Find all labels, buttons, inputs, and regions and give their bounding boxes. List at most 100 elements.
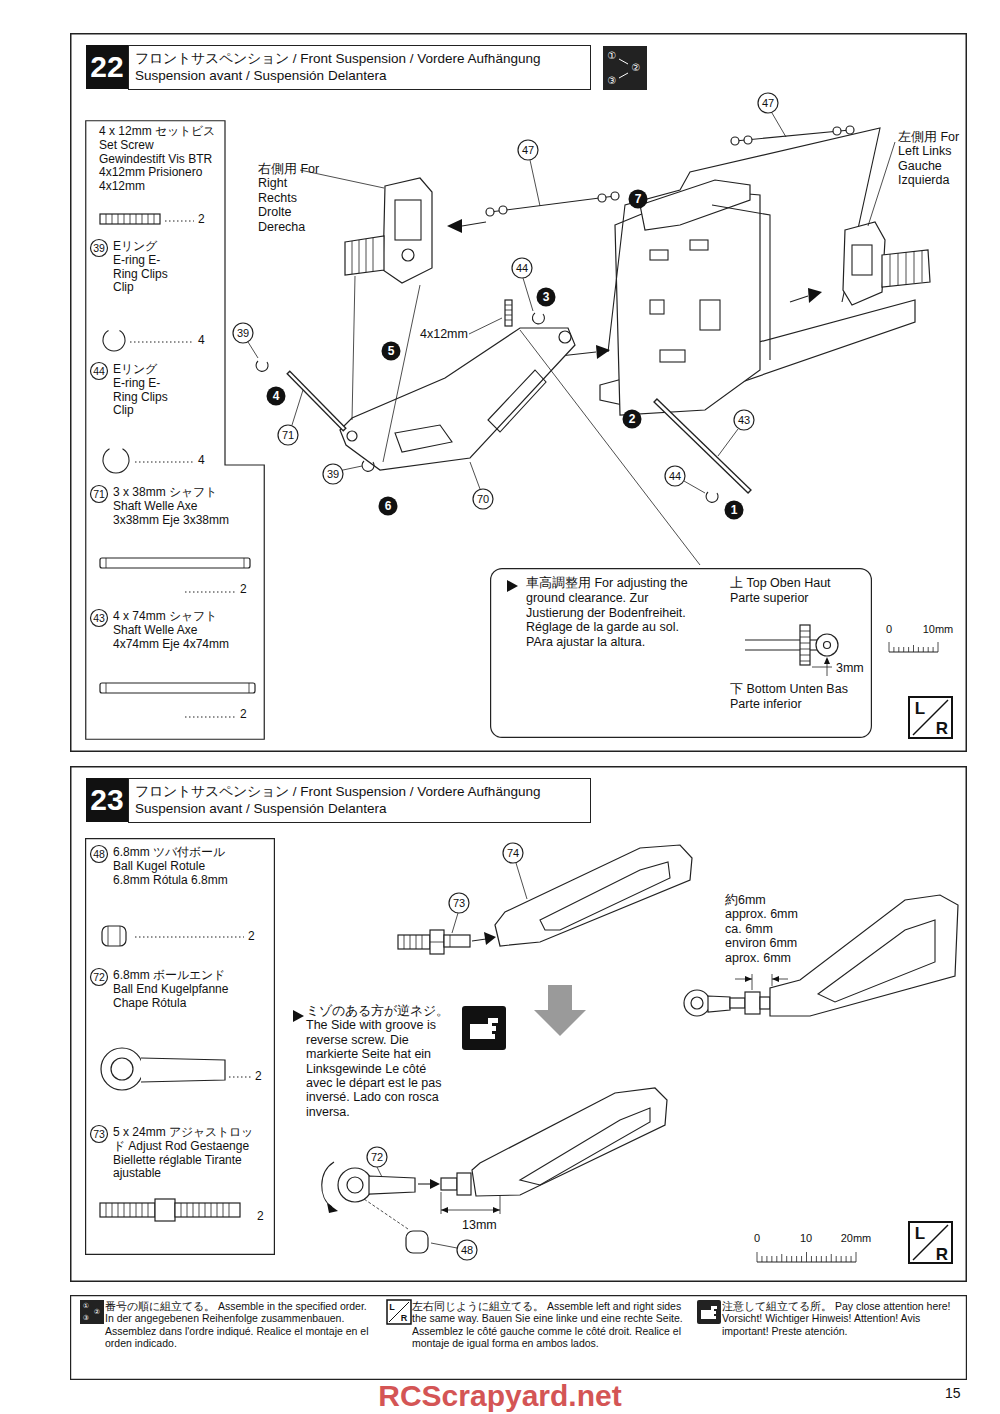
adjust-rod-upper (444, 935, 470, 947)
suspension-arm (395, 425, 452, 452)
parts-graphic (103, 331, 125, 352)
step-panel: 22フロントサスペンション / Front Suspension / Vorde… (70, 33, 967, 752)
steering-rod (731, 137, 739, 145)
shaft (289, 373, 344, 429)
callout-number: 44 (516, 263, 528, 274)
leader-line (718, 429, 738, 456)
step-circle (382, 342, 401, 361)
hub-carrier-left (882, 250, 930, 287)
quantity: 2 (240, 583, 247, 597)
ball-end-assembly (406, 1231, 428, 1253)
suspension-arm (340, 328, 575, 470)
step-order-number: 5 (388, 345, 395, 357)
callout-number: 43 (738, 415, 750, 426)
direction-arrow (790, 296, 808, 302)
callout-circle (473, 489, 493, 509)
leader-line (292, 390, 303, 425)
ground-clearance-diagram (810, 649, 817, 650)
assembled-arm (818, 920, 935, 1002)
parts-graphic (229, 1077, 251, 1078)
scale-bar (757, 1252, 856, 1262)
left-right-icon (909, 1222, 952, 1263)
steering-rod (490, 196, 615, 212)
lr-icon-letter: R (936, 1246, 948, 1263)
caution-icon (293, 1010, 304, 1022)
lr-icon-letter: L (915, 700, 925, 717)
hub-carrier-left (843, 222, 885, 305)
callout-circle (512, 258, 532, 278)
step-order-number: 7 (635, 193, 642, 205)
steering-rod (499, 206, 507, 214)
leader-line (684, 481, 705, 493)
legend-text: 左右同じように組立てる。 Assemble left and right sid… (412, 1300, 692, 1349)
ground-clearance-diagram (810, 639, 817, 640)
callout-number: 44 (89, 363, 109, 379)
step-circle (267, 387, 286, 406)
scale-number: 0 (886, 624, 892, 635)
callout-number: 70 (477, 494, 489, 505)
steering-rod (611, 192, 619, 200)
step-number: 23 (86, 778, 128, 822)
quantity: 2 (198, 213, 205, 227)
step-circle (537, 288, 556, 307)
chassis (600, 180, 915, 415)
chassis (690, 240, 708, 250)
note-text: 車高調整用 For adjusting the ground clearance… (526, 576, 704, 650)
ball-end-assembly (322, 1162, 334, 1207)
callout-number: 39 (89, 240, 109, 256)
footer-icon (387, 1300, 411, 1324)
leader-line (470, 462, 480, 489)
direction-label: 上 Top Oben Haut Parte superior (730, 576, 860, 606)
upper-arm (495, 845, 692, 946)
callout-number: 48 (89, 846, 109, 862)
callout-circle (91, 93, 779, 1260)
e-ring (256, 361, 268, 371)
node-outline (86, 121, 265, 740)
part-name: 6.8mm ツバ付ボール Ball Kugel Rotule 6.8mm Rót… (113, 846, 235, 887)
parts-graphic (100, 558, 250, 568)
parts-graphic (106, 558, 244, 568)
callout-number: 72 (89, 969, 109, 985)
dimension: 4x12mm (420, 327, 468, 341)
ground-clearance-diagram (824, 642, 831, 649)
assembled-arm (772, 976, 779, 982)
footer-icon (701, 1306, 717, 1319)
callout-circle (449, 893, 469, 913)
callout-number: 71 (89, 486, 109, 502)
part-name: 4 x 74mm シャフト Shaft Welle Axe 4x74mm Eje… (113, 610, 233, 651)
callout-circle (457, 1240, 477, 1260)
caution-note: ミゾのある方が逆ネジ。 The Side with groove is reve… (306, 1004, 456, 1119)
step-circle (379, 497, 398, 516)
callout-circle (323, 464, 343, 484)
assembled-arm (745, 976, 752, 982)
step-circle (725, 501, 744, 520)
footer-icon (389, 1302, 409, 1322)
direction-arrow (447, 219, 462, 233)
hub-carrier-right (402, 249, 414, 261)
parts-list: 4 x 12mm セットビス Set Screw Gewindestift Vi… (85, 120, 265, 740)
leader-line (523, 278, 533, 311)
step-order-number: 2 (629, 413, 636, 425)
direction-arrow (808, 288, 822, 303)
part-name: Eリング E-ring E-Ring Clips Clip (113, 363, 169, 418)
ball-end-assembly (472, 1088, 667, 1196)
direction-label: 下 Bottom Unten Bas Parte inferior (730, 682, 860, 712)
footer-icon (697, 1300, 721, 1324)
parts-graphic (175, 1203, 240, 1217)
dimension: 約6mm approx. 6mm ca. 6mm environ 6mm apr… (725, 893, 805, 965)
parts-graphic (100, 214, 160, 224)
hub-carrier-left (852, 245, 872, 275)
left-right-icon (909, 697, 952, 738)
parts-graphic (106, 214, 154, 224)
ground-clearance-diagram (812, 667, 832, 668)
step-circle (629, 190, 648, 209)
callout-circle (518, 140, 538, 160)
callout-number: 74 (507, 848, 519, 859)
parts-graphic (106, 683, 249, 693)
guide-line (520, 330, 700, 565)
leader-line (469, 318, 502, 334)
watermark: RCScrapyard.net (378, 1381, 621, 1411)
callout-circle (233, 323, 253, 343)
side-label: 右側用 For Right Rechts Drolte Derecha (258, 162, 324, 234)
